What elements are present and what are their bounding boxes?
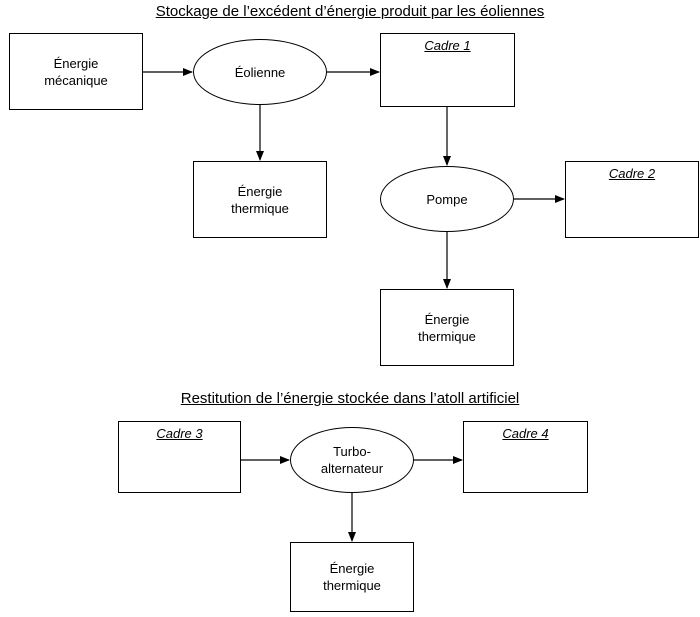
energie-mecanique-line1: Énergie [53, 55, 99, 71]
cadre-3-label: Cadre 3 [156, 426, 203, 441]
thermique-1-line1: Énergie [237, 183, 283, 199]
pompe-ellipse: Pompe [380, 166, 514, 232]
thermique-2-line2: thermique [418, 328, 476, 344]
cadre-2-label: Cadre 2 [608, 166, 656, 181]
thermique-2-line1: Énergie [424, 311, 470, 327]
cadre-1-box: Cadre 1 [380, 33, 515, 107]
thermique-3-line2: thermique [323, 578, 381, 593]
energie-thermique-box-3: Énergie thermique [290, 542, 414, 612]
pompe-label: Pompe [426, 191, 468, 207]
thermique-3-line1: Énergie [329, 561, 375, 576]
restitution-title: Restitution de l’énergie stockée dans l’… [180, 390, 520, 407]
eolienne-ellipse: Éolienne [193, 39, 327, 105]
turbo-alternateur-ellipse: Turbo-alternateur [290, 427, 414, 493]
cadre-2-box: Cadre 2 [565, 161, 699, 238]
cadre-1-label: Cadre 1 [424, 38, 471, 53]
turbo-line2: alternateur [320, 461, 384, 476]
storage-title: Stockage de l’excédent d’énergie produit… [155, 3, 545, 20]
cadre-4-box: Cadre 4 [463, 421, 588, 493]
energie-mecanique-line2: mécanique [44, 72, 108, 88]
turbo-line1: Turbo- [333, 444, 371, 459]
cadre-3-box: Cadre 3 [118, 421, 241, 493]
cadre-4-label: Cadre 4 [502, 426, 549, 441]
thermique-1-line2: thermique [231, 200, 289, 216]
eolienne-label: Éolienne [234, 64, 286, 80]
